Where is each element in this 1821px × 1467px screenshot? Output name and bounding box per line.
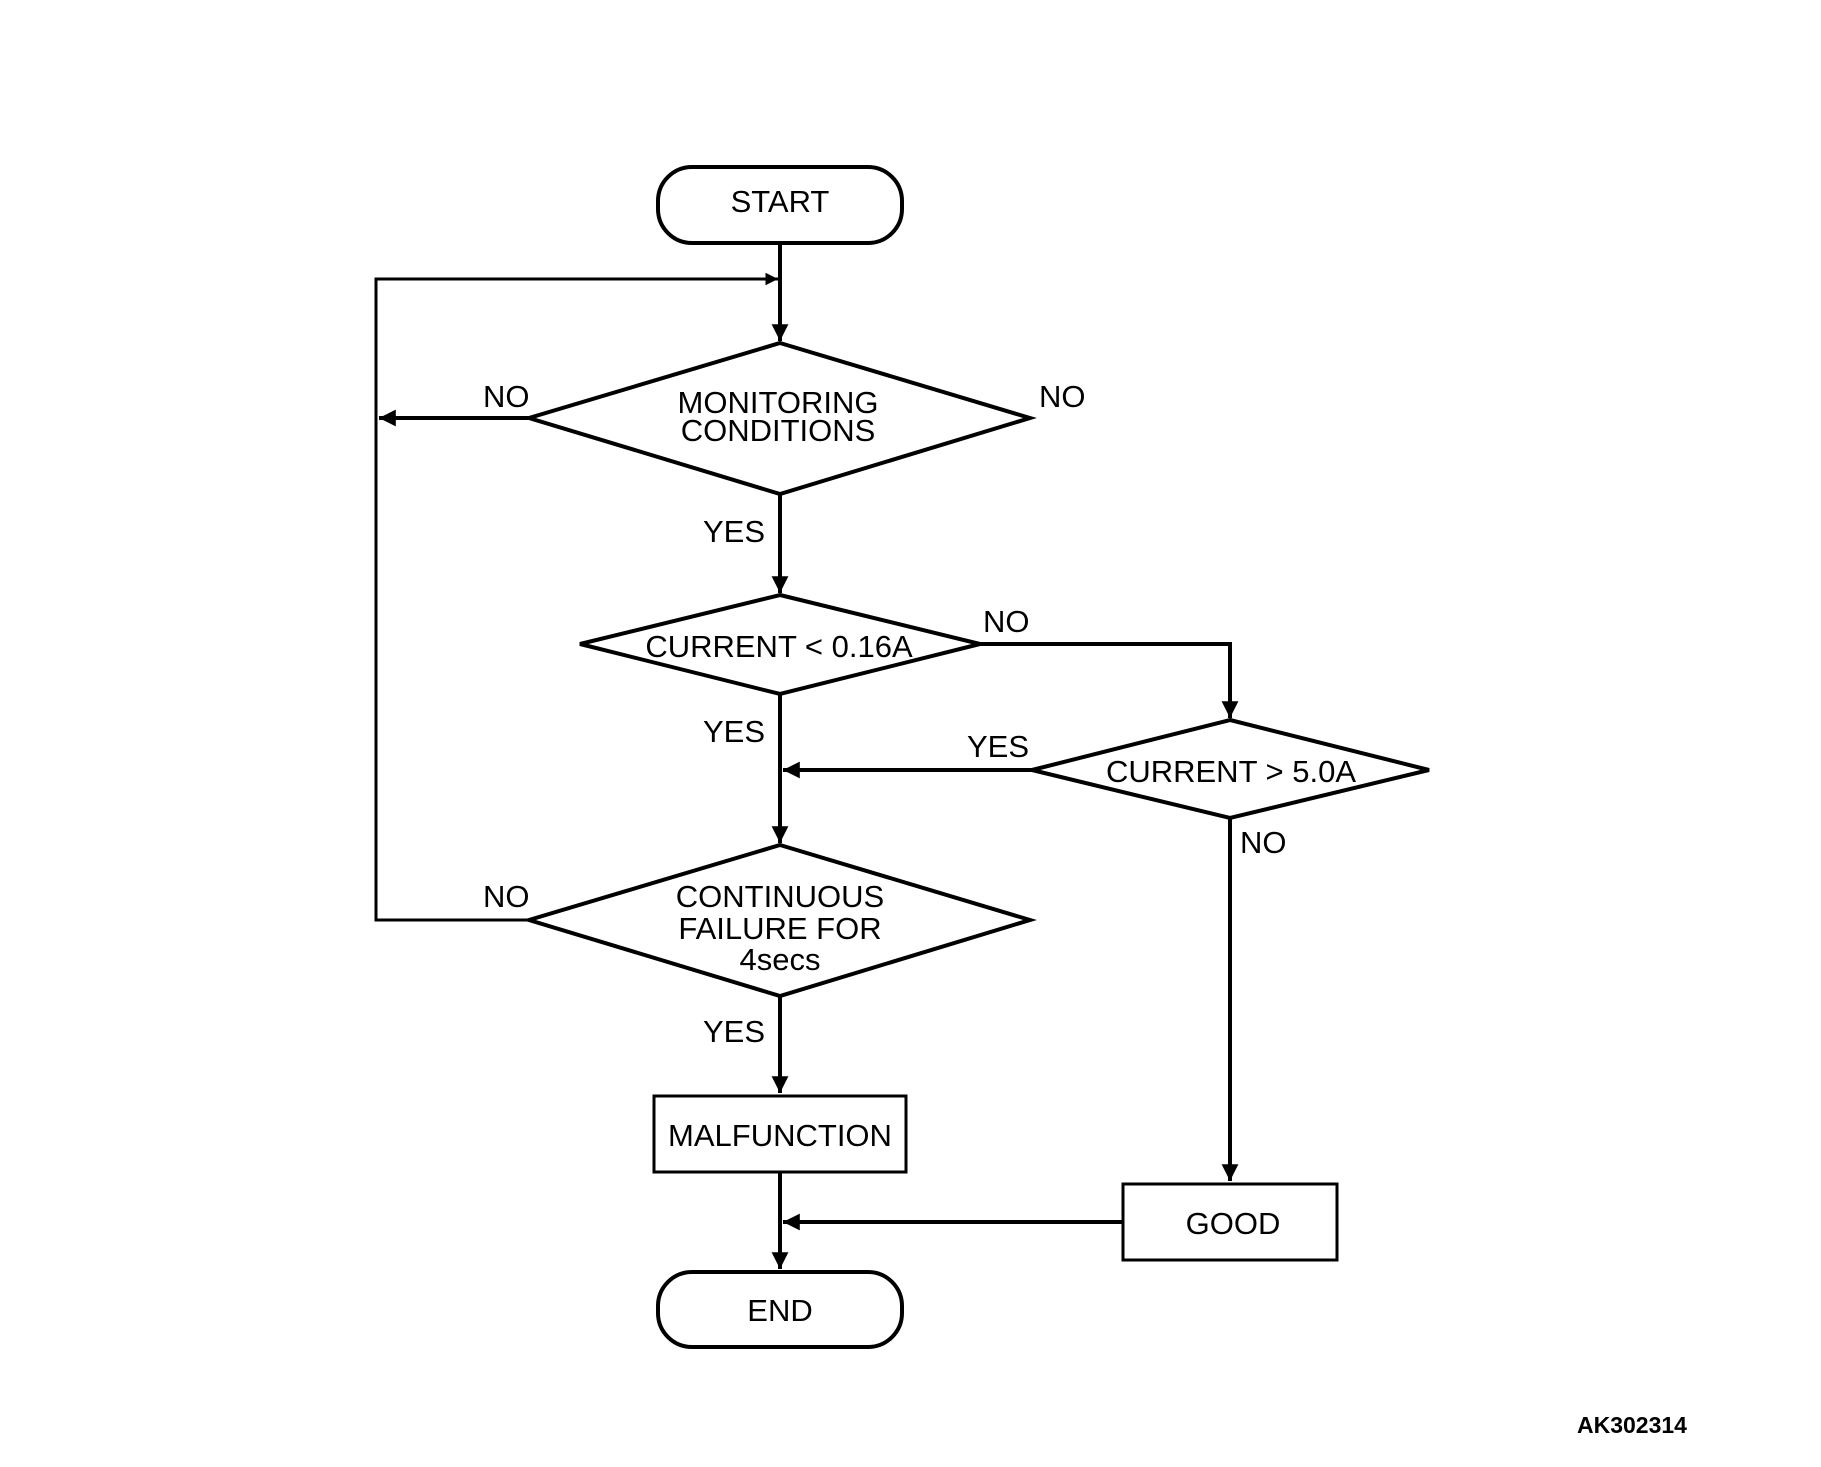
edge-label-current-low-no: NO <box>983 604 1030 639</box>
node-continuous-line-3: 4secs <box>740 942 821 977</box>
edge-label-monitoring-no-right: NO <box>1039 379 1086 414</box>
connector-loop-back <box>374 272 778 922</box>
node-good-label: GOOD <box>1186 1206 1281 1241</box>
node-monitoring-line-1: MONITORING <box>678 385 879 420</box>
node-continuous-failure: CONTINUOUS FAILURE FOR 4secs <box>522 842 1037 999</box>
edge-label-current-low-yes: YES <box>703 714 765 749</box>
edge-label-current-high-no: NO <box>1240 825 1287 860</box>
node-good: GOOD <box>1121 1182 1339 1262</box>
node-continuous-line-1: CONTINUOUS <box>676 879 884 914</box>
node-malfunction-label: MALFUNCTION <box>668 1118 892 1153</box>
figure-id: AK302314 <box>1577 1412 1687 1438</box>
node-monitoring-conditions: MONITORING CONDITIONS <box>522 340 1037 497</box>
node-start: START <box>656 165 904 245</box>
node-end-label: END <box>747 1293 812 1328</box>
edge-label-continuous-yes: YES <box>703 1014 765 1049</box>
node-current-high: CURRENT > 5.0A <box>1031 717 1430 821</box>
node-current-low: CURRENT < 0.16A <box>579 592 981 697</box>
node-end: END <box>656 1270 904 1349</box>
node-current-high-label: CURRENT > 5.0A <box>1106 754 1356 789</box>
node-monitoring-line-2: CONDITIONS <box>681 413 876 448</box>
node-start-label: START <box>731 184 830 219</box>
node-current-low-label: CURRENT < 0.16A <box>645 629 913 664</box>
node-continuous-line-2: FAILURE FOR <box>678 911 881 946</box>
node-malfunction: MALFUNCTION <box>652 1094 908 1174</box>
edge-label-continuous-no: NO <box>483 879 530 914</box>
connector-current-low-no <box>980 642 1239 718</box>
edge-label-current-high-yes: YES <box>967 729 1029 764</box>
edge-label-monitoring-no-left: NO <box>483 379 530 414</box>
edge-label-monitoring-yes: YES <box>703 514 765 549</box>
